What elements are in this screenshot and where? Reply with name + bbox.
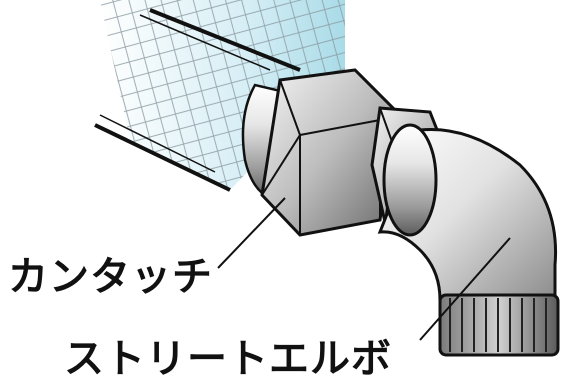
elbow-leader-line: [419, 237, 511, 341]
thread-lines: [449, 298, 547, 352]
coupling-label: カンタッチ: [8, 254, 213, 300]
elbow-label: ストリートエルボ: [64, 336, 392, 378]
street-elbow: [377, 123, 560, 357]
hose-top-edge: [149, 8, 301, 72]
coupling-leader-line: [217, 197, 286, 269]
hose: [94, 0, 345, 192]
hose-bottom-edge: [94, 123, 231, 192]
elbow-socket: [382, 123, 438, 237]
